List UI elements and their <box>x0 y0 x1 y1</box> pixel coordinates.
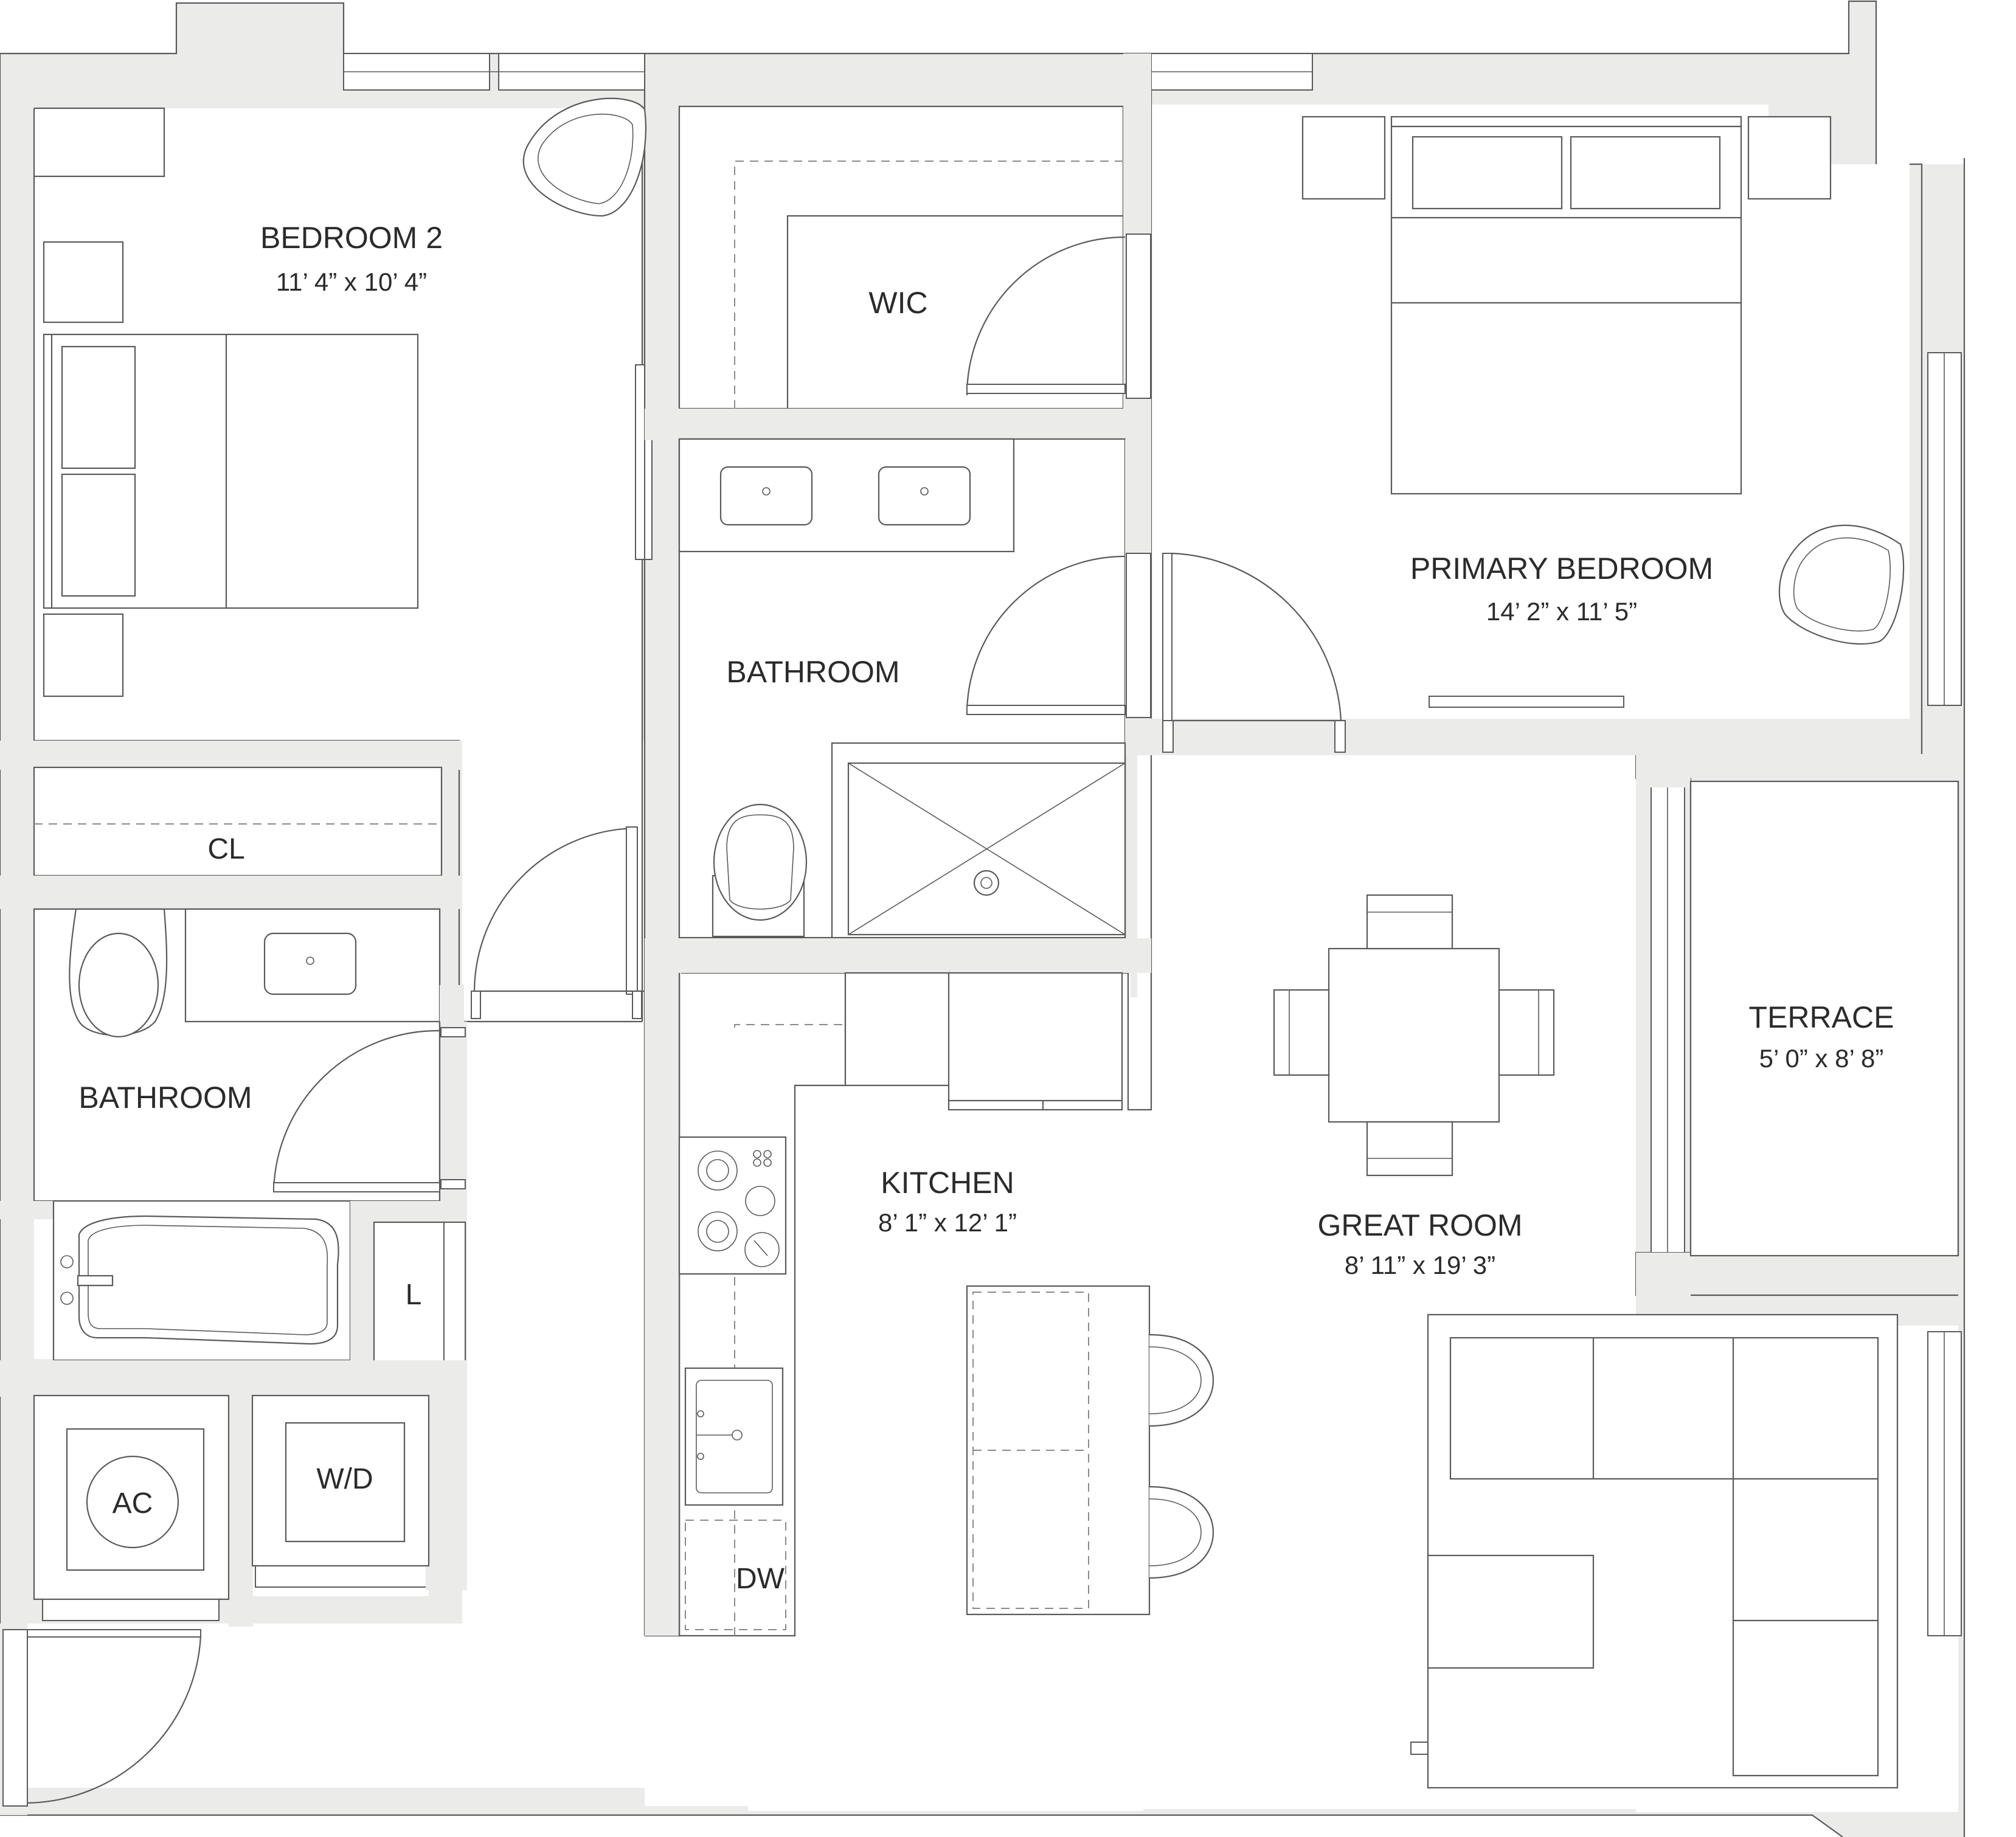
room-name-great-room: GREAT ROOM <box>1317 1208 1522 1242</box>
kitchen: DW KITCHEN 8’ 1” x 12’ 1” <box>645 972 1214 1637</box>
room-name-linen: L <box>406 1279 422 1311</box>
bathroom-1: BATHROOM <box>645 409 1151 973</box>
bathtub <box>52 1200 352 1361</box>
room-name-wic: WIC <box>868 286 927 320</box>
nightstand-right <box>1747 116 1832 200</box>
room-name-bedroom-2: BEDROOM 2 <box>260 221 443 255</box>
room-dims-terrace: 5’ 0” x 8’ 8” <box>1759 1044 1884 1073</box>
sink-icon <box>263 932 357 995</box>
room-name-bathroom-1: BATHROOM <box>726 655 899 689</box>
closet-cl: CL <box>0 741 462 909</box>
door-swing <box>272 1029 440 1192</box>
room-name-primary-bedroom: PRIMARY BEDROOM <box>1410 552 1713 586</box>
cooktop <box>678 1136 787 1275</box>
toilet-icon <box>713 803 808 921</box>
drain-icon <box>973 870 1000 896</box>
sink-icon <box>719 466 813 526</box>
room-name-kitchen: KITCHEN <box>881 1166 1014 1200</box>
great-room: GREAT ROOM 8’ 11” x 19’ 3” <box>1273 894 1899 1789</box>
bedroom-2: BEDROOM 2 11’ 4” x 10’ 4” <box>43 97 653 697</box>
label-dw: DW <box>736 1563 785 1595</box>
label-ac: AC <box>113 1487 153 1520</box>
kitchen-island <box>966 1285 1151 1616</box>
dining-table <box>1328 947 1500 1123</box>
washer-dryer <box>285 1422 406 1543</box>
nightstand-top <box>43 241 124 323</box>
walk-in-closet: WIC <box>678 54 1151 410</box>
entry-door <box>0 1624 202 1815</box>
terrace: TERRACE 5’ 0” x 8’ 8” <box>1636 754 1959 1298</box>
chair-icon <box>1778 524 1905 645</box>
room-dims-primary-bedroom: 14’ 2” x 11’ 5” <box>1486 597 1637 626</box>
room-name-bathroom-2: BATHROOM <box>78 1081 252 1115</box>
label-wd: W/D <box>316 1463 373 1495</box>
nightstand-bottom <box>43 613 124 697</box>
ac-unit <box>86 1455 179 1549</box>
primary-bedroom: PRIMARY BEDROOM 14’ 2” x 11’ 5” <box>1151 116 1921 755</box>
utility: AC W/D <box>0 1360 467 1627</box>
room-name-terrace: TERRACE <box>1749 1000 1894 1034</box>
room-dims-bedroom-2: 11’ 4” x 10’ 4” <box>276 268 427 296</box>
room-name-cl: CL <box>207 833 244 865</box>
bathroom-2: BATHROOM <box>0 908 467 1219</box>
sliding-door <box>635 364 645 560</box>
bedroom-2-door <box>440 826 645 1022</box>
coffee-table <box>1427 1554 1595 1669</box>
sink-icon <box>684 1367 784 1506</box>
toilet-icon <box>78 932 159 1038</box>
nightstand-left <box>1301 116 1386 200</box>
room-dims-great-room: 8’ 11” x 19’ 3” <box>1345 1251 1495 1279</box>
room-dims-kitchen: 8’ 1” x 12’ 1” <box>878 1208 1017 1237</box>
sink-icon <box>878 466 971 526</box>
